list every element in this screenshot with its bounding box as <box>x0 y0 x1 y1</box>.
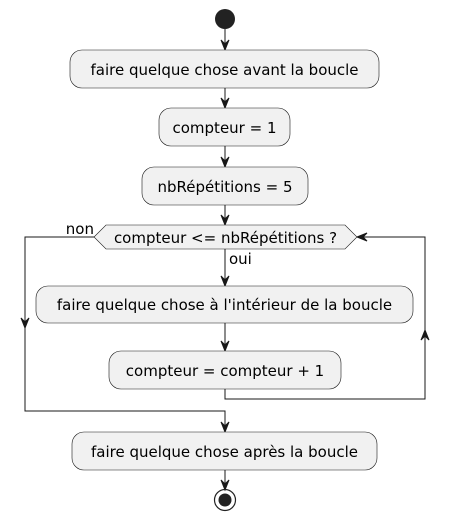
activity-after-loop: faire quelque chose après la boucle <box>71 431 378 471</box>
activity-init-counter-label: compteur = 1 <box>173 119 277 137</box>
end-node <box>213 488 237 512</box>
activity-before-loop: faire quelque chose avant la boucle <box>69 49 380 89</box>
activity-init-counter: compteur = 1 <box>158 107 291 147</box>
yes-branch-label: oui <box>229 250 252 268</box>
activity-before-loop-label: faire quelque chose avant la boucle <box>90 61 358 79</box>
activity-init-repetitions: nbRépétitions = 5 <box>141 166 309 206</box>
flow-connectors <box>20 29 430 492</box>
activity-init-repetitions-label: nbRépétitions = 5 <box>158 178 293 196</box>
no-branch-label: non <box>66 220 94 238</box>
activity-after-loop-label: faire quelque chose après la boucle <box>91 443 358 461</box>
start-node <box>215 9 235 29</box>
activity-increment: compteur = compteur + 1 <box>108 350 342 390</box>
activity-increment-label: compteur = compteur + 1 <box>126 362 324 380</box>
loop-condition-label: compteur <= nbRépétitions ? <box>114 229 337 247</box>
activity-loop-body-label: faire quelque chose à l'intérieur de la … <box>57 296 392 314</box>
activity-loop-body: faire quelque chose à l'intérieur de la … <box>35 285 414 324</box>
loop-condition-diamond: compteur <= nbRépétitions ? <box>93 224 358 250</box>
